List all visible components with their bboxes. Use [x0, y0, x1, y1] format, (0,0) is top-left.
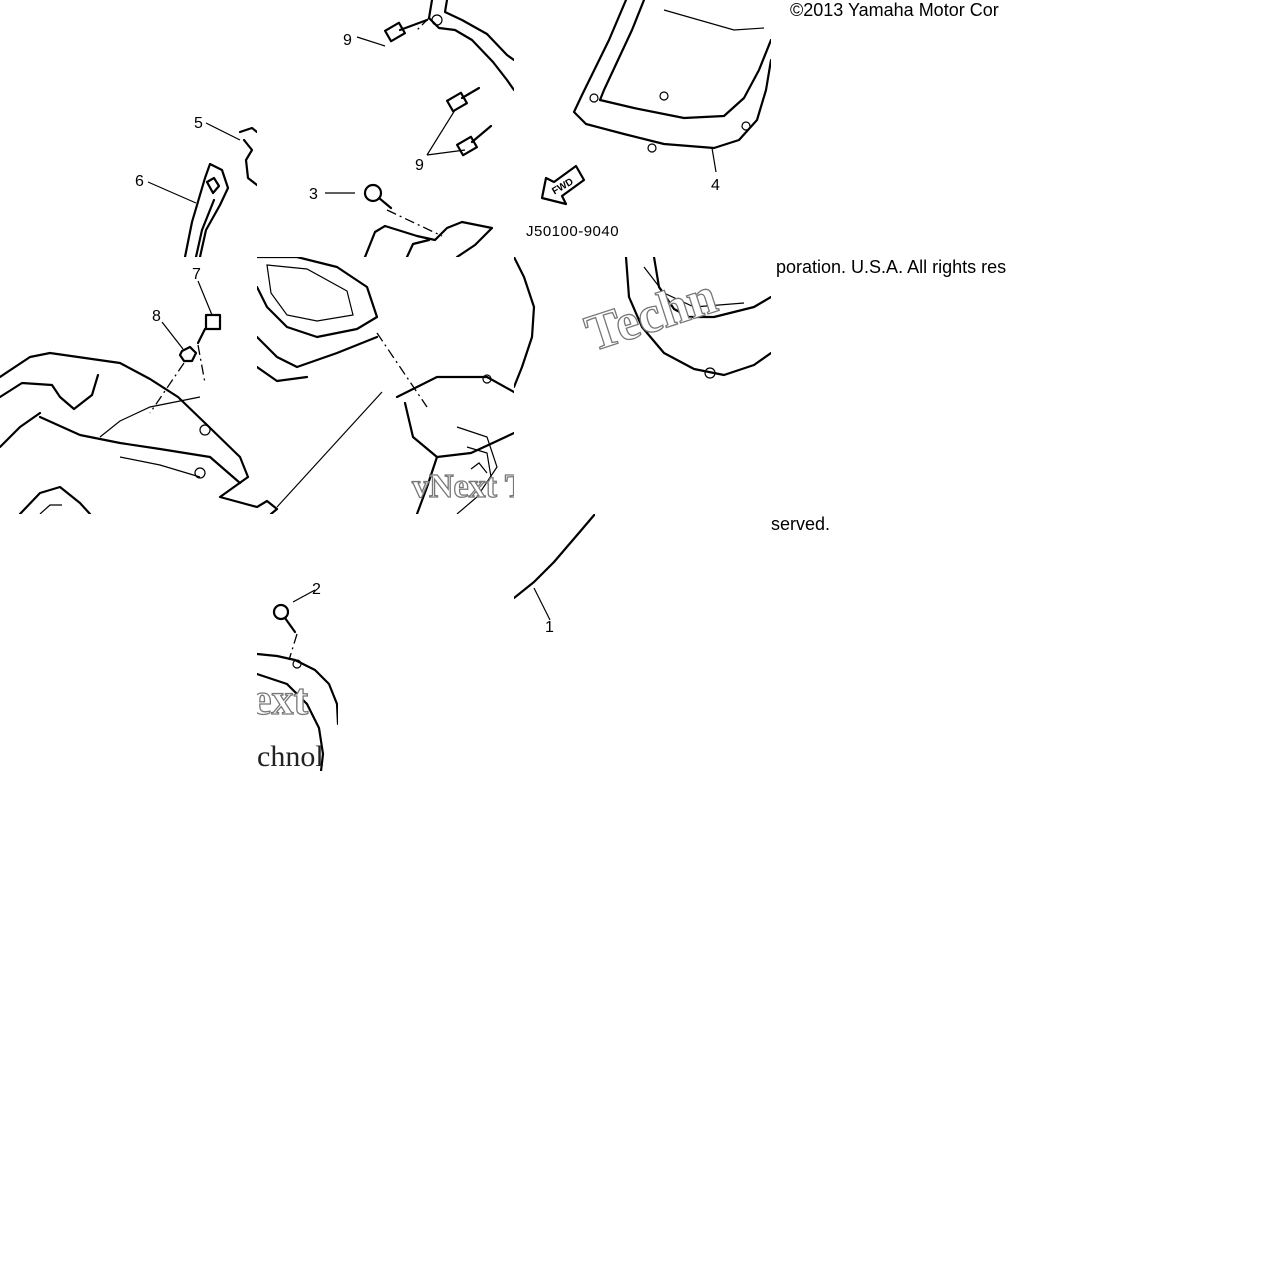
- bolt-icon: [272, 603, 297, 634]
- bolt-icon: [383, 18, 429, 43]
- lower-cover-drawing: ext chnol: [257, 589, 338, 771]
- callout-3: 3: [309, 186, 318, 203]
- screw-icon: [196, 313, 222, 345]
- callout-9-pair: 9: [415, 157, 424, 174]
- callout-2: 2: [312, 581, 321, 598]
- watermark-fragment: chnol: [257, 740, 324, 771]
- watermark-fragment: ext: [257, 675, 309, 724]
- callout-1: 1: [545, 619, 554, 636]
- diagram-code: J50100-9040: [526, 223, 619, 240]
- screw-icon: [363, 183, 393, 210]
- bolt-icon: [455, 124, 493, 157]
- pulley-drawing: Techn: [514, 257, 771, 389]
- callout-5: 5: [194, 115, 203, 132]
- bracket-drawing: 5 6: [135, 115, 257, 257]
- copyright-text-part-3: served.: [771, 514, 831, 534]
- diagram-tile-top-center: 9 9 3: [257, 0, 514, 257]
- diagram-tile-cover: 4 FWD J50100-9040: [514, 0, 771, 257]
- diagram-tile-top-left: 5 6: [0, 0, 257, 257]
- watermark-fragment: Techn: [579, 267, 724, 363]
- diagram-tile-bottom-right: 1: [514, 514, 595, 654]
- diagram-tile-middle-center: vNext Te: [257, 257, 514, 514]
- callout-9-top: 9: [343, 32, 352, 49]
- guard-drawing: 7 8: [0, 266, 257, 514]
- bolts-drawing: 9 9 3: [309, 0, 514, 257]
- callout-6: 6: [135, 173, 144, 190]
- diagram-tile-bottom: ext chnol: [257, 514, 338, 771]
- callout-4: 4: [711, 177, 720, 194]
- copyright-text-part-1: ©2013 Yamaha Motor Cor: [790, 0, 999, 20]
- cover-drawing: 4 FWD J50100-9040: [526, 0, 771, 240]
- watermark-fragment: vNext Te: [412, 468, 514, 505]
- nut-icon: [178, 345, 198, 363]
- shroud-drawing: vNext Te: [257, 257, 514, 514]
- diagram-tile-middle-left: 7 8: [0, 257, 257, 514]
- part-1-drawing: 1: [514, 514, 595, 636]
- callout-2-wrap: 2: [312, 581, 321, 598]
- diagram-tile-pulley: Techn: [514, 257, 771, 514]
- callout-8: 8: [152, 308, 161, 325]
- copyright-text-part-2: poration. U.S.A. All rights res: [776, 257, 1007, 277]
- bolt-icon: [445, 86, 481, 113]
- fwd-arrow-icon: FWD: [540, 164, 586, 206]
- callout-7: 7: [192, 266, 201, 283]
